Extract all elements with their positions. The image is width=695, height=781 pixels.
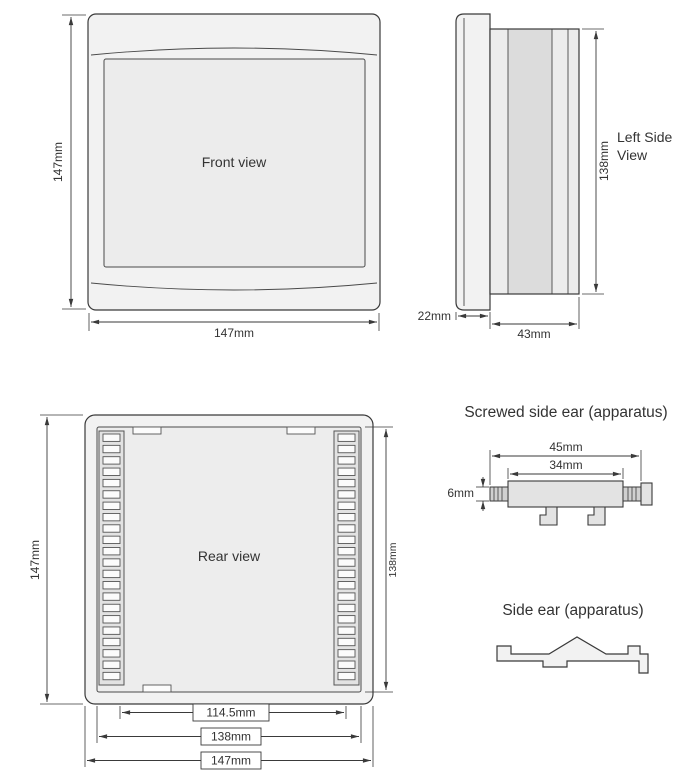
- terminal: [102, 649, 121, 658]
- rear-outer-height-dimension: 147mm: [28, 414, 83, 705]
- rear-outer-height-dim-label: 147mm: [28, 540, 42, 580]
- front-width-dimension: 147mm: [88, 313, 380, 340]
- terminal: [102, 513, 121, 522]
- screwed-ear-left-thread: [489, 486, 509, 502]
- terminal: [337, 513, 356, 522]
- left-side-view: 138mm 22mm 43mm Left Side View: [418, 13, 672, 341]
- terminal: [102, 558, 121, 567]
- terminal: [102, 444, 121, 454]
- front-bezel-bottom-curve: [90, 282, 378, 291]
- rear-inner-case: [96, 426, 362, 693]
- side-depth-dimensions: 22mm 43mm: [418, 297, 580, 341]
- terminal: [337, 501, 356, 510]
- terminal: [337, 535, 356, 545]
- terminal-block-left: [102, 433, 121, 681]
- front-width-dim-label: 147mm: [214, 326, 254, 340]
- terminal: [102, 660, 121, 669]
- rear-outer-width-dim-label: 147mm: [211, 754, 251, 768]
- rear-top-left-slot: [132, 426, 162, 435]
- side-view-label-line2: View: [617, 147, 648, 163]
- front-height-dim-label: 147mm: [51, 142, 65, 182]
- side-height-dim-label: 138mm: [597, 141, 611, 181]
- terminal: [337, 660, 356, 669]
- terminal: [102, 592, 121, 601]
- terminal: [102, 501, 121, 510]
- terminal: [337, 581, 356, 590]
- screwed-ear-body: [507, 480, 624, 508]
- terminal: [102, 490, 121, 499]
- terminal: [102, 581, 121, 590]
- terminal: [102, 456, 121, 465]
- front-view-label: Front view: [202, 154, 267, 170]
- side-ear-profile: [496, 636, 649, 674]
- side-view-label-line1: Left Side: [617, 129, 672, 145]
- rear-inner-width-dim-box: [200, 727, 262, 746]
- terminal: [102, 615, 121, 624]
- terminal: [337, 558, 356, 567]
- rear-inner-width-dim-label: 138mm: [211, 730, 251, 744]
- terminal: [337, 615, 356, 624]
- terminal: [337, 671, 356, 681]
- terminal: [102, 547, 121, 556]
- side-bezel: [455, 13, 491, 311]
- terminal: [337, 467, 356, 476]
- front-height-dimension: 147mm: [51, 14, 86, 310]
- screwed-ear-screw-head: [640, 482, 653, 506]
- side-height-dimension: 138mm: [582, 28, 611, 295]
- terminal: [102, 569, 121, 579]
- terminal: [102, 626, 121, 635]
- terminal: [337, 490, 356, 499]
- rear-inner-height-dim-label: 138mm: [387, 542, 399, 577]
- terminal: [337, 626, 356, 635]
- side-ear-title: Side ear (apparatus): [502, 602, 643, 619]
- terminal: [337, 569, 356, 579]
- terminal: [337, 444, 356, 454]
- terminal: [337, 649, 356, 658]
- front-display-area: [103, 58, 366, 268]
- terminal: [102, 535, 121, 545]
- screwed-side-ear: Screwed side ear (apparatus) 45mm 34mm 6…: [447, 404, 668, 526]
- front-view: Front view 147mm 147mm: [51, 13, 381, 340]
- terminal: [337, 478, 356, 488]
- terminal: [337, 637, 356, 647]
- terminal: [337, 547, 356, 556]
- rear-outer-width-dim-box: [200, 751, 262, 770]
- rear-view: Rear view 147mm 138mm 114.5mm 138mm: [28, 414, 399, 770]
- side-ear: Side ear (apparatus): [496, 602, 649, 674]
- screwed-side-ear-title: Screwed side ear (apparatus): [464, 404, 667, 421]
- rear-hole-span-dim-label: 114.5mm: [206, 706, 255, 720]
- rear-hole-span-dim-box: [192, 703, 270, 722]
- rear-bottom-slot: [142, 684, 172, 693]
- terminal: [102, 603, 121, 613]
- rear-width-dimensions: 114.5mm 138mm 147mm: [84, 703, 374, 770]
- terminal: [102, 433, 121, 442]
- screwed-ear-thread-dim-label: 6mm: [447, 486, 474, 500]
- rear-inner-height-dimension: 138mm: [365, 426, 399, 693]
- terminal: [337, 524, 356, 533]
- terminal: [102, 467, 121, 476]
- terminal: [337, 603, 356, 613]
- side-body-band: [508, 29, 552, 294]
- side-body-depth-dim-label: 43mm: [517, 327, 550, 341]
- rear-view-label: Rear view: [198, 548, 261, 564]
- terminal: [102, 671, 121, 681]
- terminal: [102, 637, 121, 647]
- screwed-ear-body-dim-label: 34mm: [549, 458, 582, 472]
- rear-top-right-slot: [286, 426, 316, 435]
- screwed-ear-outer-dim-label: 45mm: [549, 440, 582, 454]
- terminal: [102, 524, 121, 533]
- side-bezel-depth-dim-label: 22mm: [418, 309, 451, 323]
- terminal: [102, 478, 121, 488]
- front-bezel-top-curve: [90, 47, 378, 56]
- terminal-block-right: [337, 433, 356, 681]
- terminal: [337, 456, 356, 465]
- screwed-ear-hook-left: [539, 506, 558, 526]
- screwed-ear-hook-right: [587, 506, 606, 526]
- terminal: [337, 592, 356, 601]
- terminal: [337, 433, 356, 442]
